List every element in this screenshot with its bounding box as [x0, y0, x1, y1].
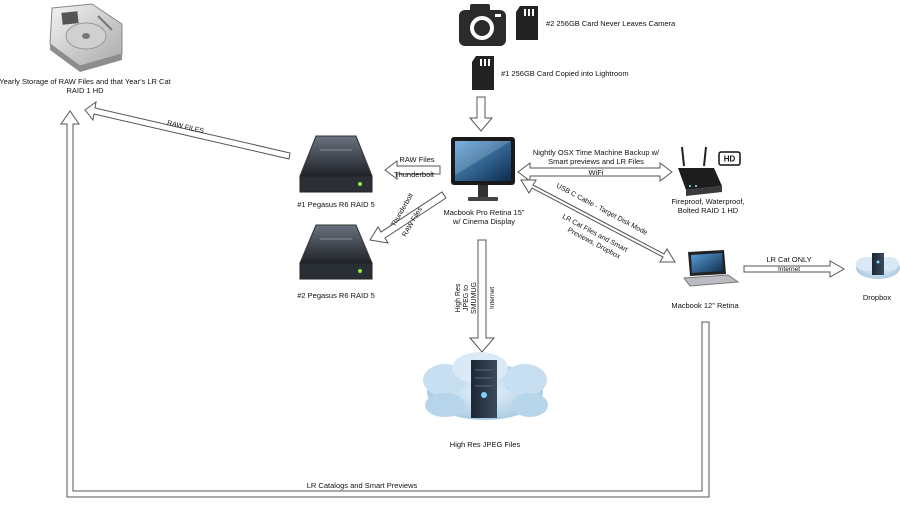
card2-label: #2 256GB Card Never Leaves Camera [546, 19, 676, 28]
edge-thunderbolt-top: Thunderbolt [394, 170, 435, 179]
router-icon [678, 146, 722, 196]
monitor-icon [451, 137, 515, 201]
external-drive-icon [299, 224, 373, 280]
sd-card-icon [516, 6, 538, 40]
archive-label-line1: Yearly Storage of RAW Files and that Yea… [0, 77, 172, 86]
edge-highres-line2: JPEG to [463, 285, 470, 311]
arrow-lr-catalogs-return [60, 110, 710, 498]
external-drive-icon [299, 135, 373, 193]
hard-drive-icon [49, 3, 123, 72]
router-label-line2: Bolted RAID 1 HD [678, 206, 739, 215]
sd-card-icon [472, 56, 494, 90]
edge-highres-line1: High Res [455, 283, 462, 312]
edge-lrcat-only: LR Cat ONLY [766, 255, 811, 264]
camera-icon [459, 4, 506, 46]
edge-highres-line3: SMUMUG [471, 282, 478, 314]
macbook12-label: Macbook 12" Retina [671, 301, 739, 310]
edge-bottom-label: LR Catalogs and Smart Previews [307, 481, 418, 490]
arrow-macbook12-to-dropbox [743, 260, 846, 278]
pegasus1-label: #1 Pegasus R6 RAID 5 [297, 200, 375, 209]
cloud-server-icon [856, 253, 900, 279]
edge-nightly-line1: Nightly OSX Time Machine Backup w/ [533, 148, 660, 157]
arrow-raw-files-to-archive [84, 100, 291, 160]
edge-wifi: WiFi [589, 168, 604, 177]
archive-label-line2: RAID 1 HD [66, 86, 104, 95]
arrow-macbook-to-pegasus2 [369, 191, 447, 244]
cloud-jpeg-label: High Res JPEG Files [450, 440, 521, 449]
edge-internet-down: Internet [489, 287, 496, 309]
hd-badge-icon [718, 151, 741, 166]
card1-label: #1 256GB Card Copied into Lightroom [501, 69, 629, 78]
dropbox-label: Dropbox [863, 293, 892, 302]
arrow-macbook-to-macbook12 [520, 179, 676, 263]
cloud-server-icon [423, 352, 548, 420]
arrow-macbook-to-pegasus1 [384, 160, 441, 180]
arrow-macbook-to-cloud [468, 239, 496, 353]
arrow-card-to-macbook-pro [468, 96, 494, 132]
edge-raw-files-top: RAW Files [399, 155, 434, 164]
macbook-pro-label-line2: w/ Cinema Display [452, 217, 515, 226]
hd-badge: HD [724, 155, 736, 164]
laptop-icon [683, 250, 740, 287]
router-label-line1: Fireproof, Waterproof, [671, 197, 744, 206]
pegasus2-label: #2 Pegasus R6 RAID 5 [297, 291, 375, 300]
edge-internet-right: Internet [778, 266, 800, 273]
macbook-pro-label-line1: Macbook Pro Retina 15" [443, 208, 524, 217]
arrow-macbook-to-router [517, 162, 673, 182]
edge-nightly-line2: Smart previews and LR Files [548, 157, 644, 166]
